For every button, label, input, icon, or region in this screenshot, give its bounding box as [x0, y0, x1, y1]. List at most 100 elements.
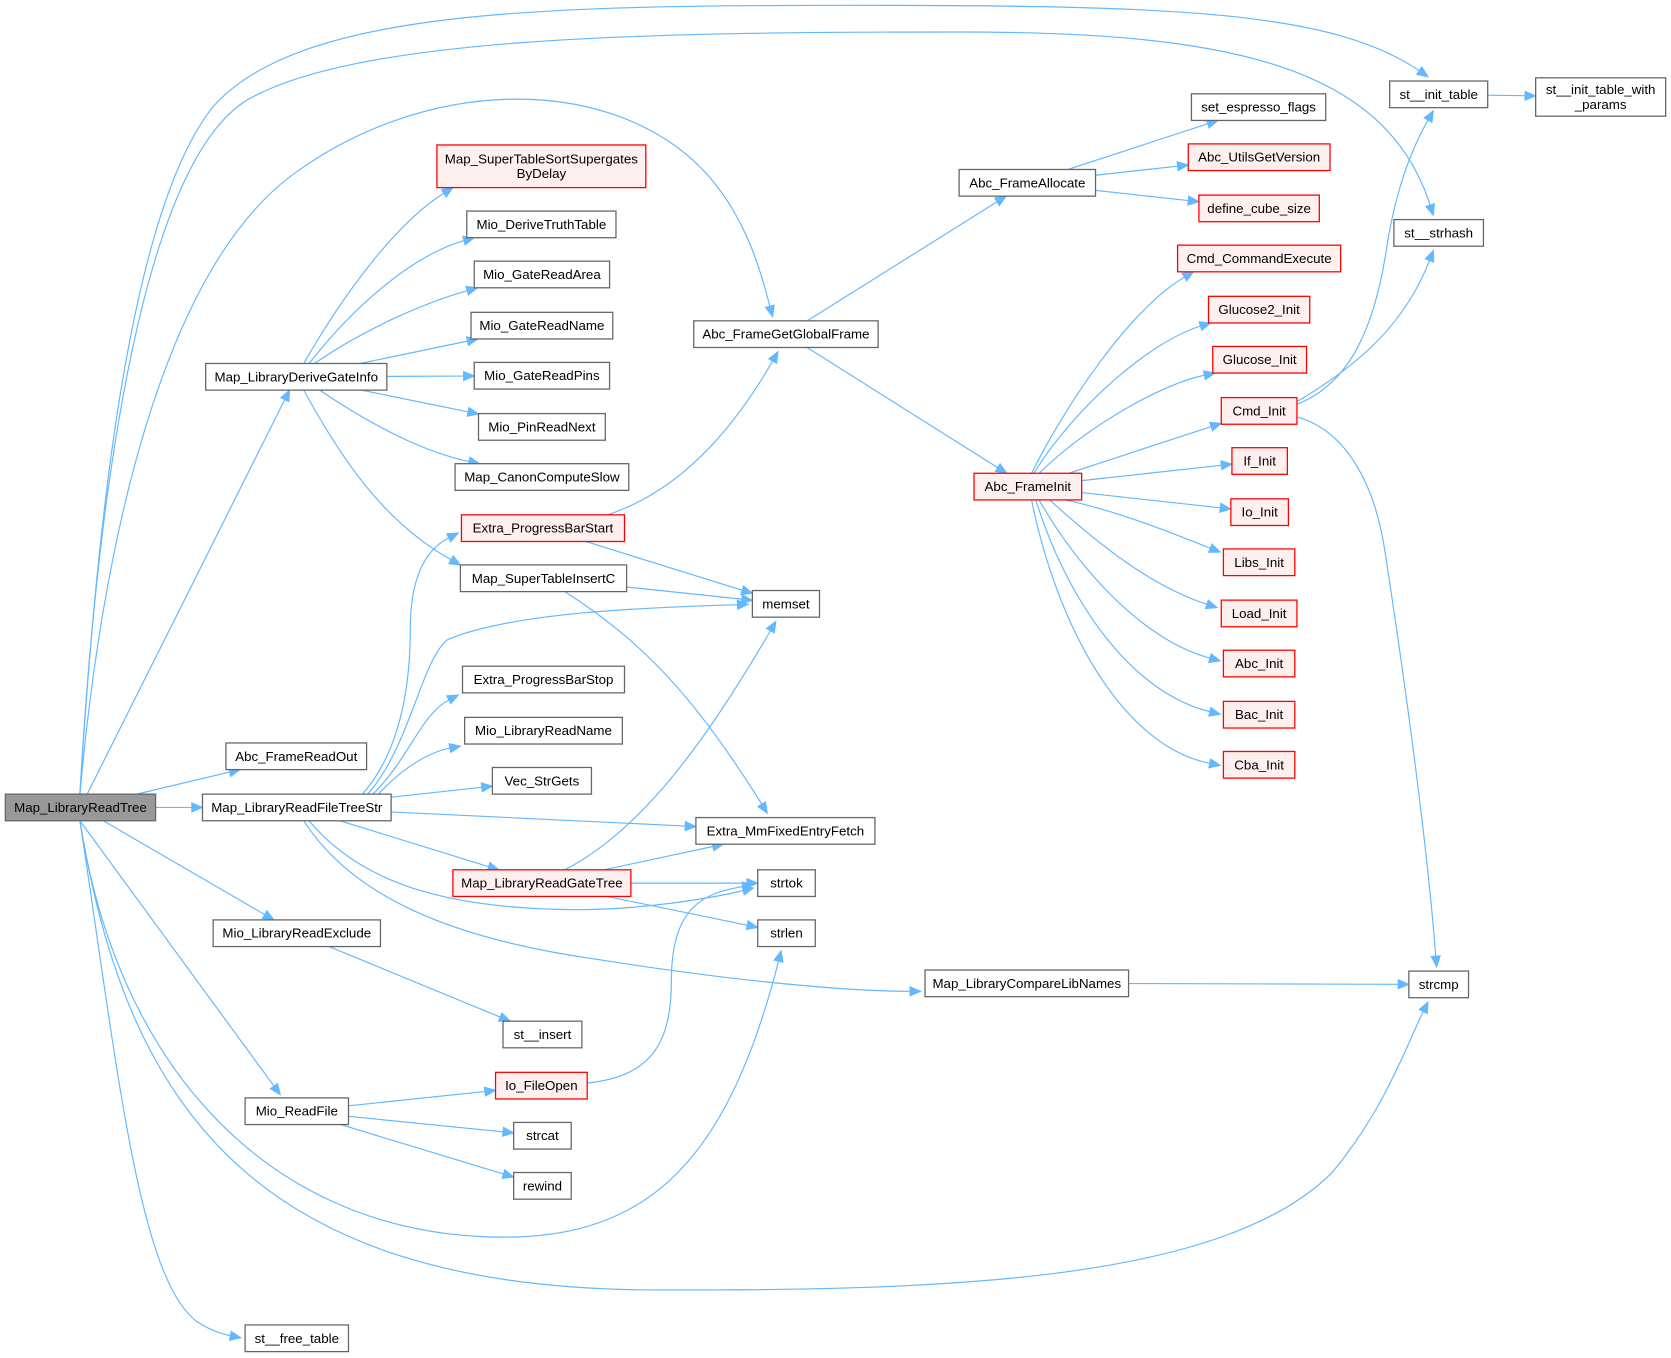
node-map-canoncomputeslow[interactable]: Map_CanonComputeSlow [454, 463, 630, 491]
node-load-init[interactable]: Load_Init [1220, 599, 1298, 628]
node-box[interactable] [757, 919, 816, 948]
node-glucose2-init[interactable]: Glucose2_Init [1207, 295, 1311, 324]
node-box[interactable] [473, 361, 611, 390]
node-mio-readfile[interactable]: Mio_ReadFile [244, 1097, 350, 1126]
node-glucose-init[interactable]: Glucose_Init [1212, 345, 1308, 374]
node-abc-utilsgetversion[interactable]: Abc_UtilsGetVersion [1187, 143, 1331, 172]
node-box[interactable] [757, 869, 816, 898]
node-box[interactable] [205, 362, 388, 391]
node-box[interactable] [1408, 970, 1470, 999]
node-box[interactable] [494, 1071, 588, 1100]
node-strcat[interactable]: strcat [513, 1121, 572, 1150]
node-extra-mmfixedentryfetch[interactable]: Extra_MmFixedEntryFetch [695, 816, 876, 845]
node-box[interactable] [436, 144, 647, 189]
node-mio-gatereadarea[interactable]: Mio_GateReadArea [473, 260, 611, 289]
node-st-init-table-with-params[interactable]: st__init_table_with_params [1535, 77, 1667, 117]
node-mio-gatereadname[interactable]: Mio_GateReadName [470, 311, 614, 340]
node-box[interactable] [958, 168, 1097, 197]
node-box[interactable] [1187, 143, 1331, 172]
node-box[interactable] [244, 1324, 350, 1353]
node-box[interactable] [461, 665, 626, 694]
node-box[interactable] [454, 463, 630, 491]
node-map-libraryreadfiletreestr[interactable]: Map_LibraryReadFileTreeStr [201, 793, 392, 822]
node-map-libraryderivegateinfo[interactable]: Map_LibraryDeriveGateInfo [205, 362, 388, 391]
node-mio-libraryreadexclude[interactable]: Mio_LibraryReadExclude [212, 919, 382, 948]
node-map-librarycomparelibnames[interactable]: Map_LibraryCompareLibNames [924, 969, 1130, 998]
node-box[interactable] [695, 816, 876, 845]
node-box[interactable] [212, 919, 382, 948]
node-cmd-init[interactable]: Cmd_Init [1220, 396, 1298, 425]
node-map-libraryreadgatetree[interactable]: Map_LibraryReadGateTree [452, 869, 632, 898]
node-set-espresso-flags[interactable]: set_espresso_flags [1190, 93, 1327, 122]
node-box[interactable] [1231, 447, 1288, 475]
node-box[interactable] [1389, 80, 1489, 109]
node-box[interactable] [466, 210, 617, 239]
node-box[interactable] [1222, 700, 1296, 729]
node-box[interactable] [1230, 498, 1290, 527]
node-st-insert[interactable]: st__insert [502, 1020, 583, 1049]
node-box[interactable] [1198, 194, 1320, 223]
node-bac-init[interactable]: Bac_Init [1222, 700, 1296, 729]
node-memset[interactable]: memset [751, 589, 821, 618]
node-box[interactable] [1212, 345, 1308, 374]
node-box[interactable] [459, 564, 628, 593]
node-box[interactable] [470, 311, 614, 340]
node-box[interactable] [452, 869, 632, 898]
node-box[interactable] [477, 412, 606, 441]
node-box[interactable] [751, 589, 821, 618]
node-map-libraryreadtree[interactable]: Map_LibraryReadTree [4, 793, 157, 822]
node-st-free-table[interactable]: st__free_table [244, 1324, 350, 1353]
node-box[interactable] [924, 969, 1130, 998]
node-box[interactable] [460, 514, 626, 543]
node-box[interactable] [502, 1020, 583, 1049]
node-mio-gatereadpins[interactable]: Mio_GateReadPins [473, 361, 611, 390]
node-box[interactable] [1176, 244, 1342, 273]
node-mio-libraryreadname[interactable]: Mio_LibraryReadName [464, 716, 624, 745]
node-libs-init[interactable]: Libs_Init [1222, 548, 1296, 577]
node-st-strhash[interactable]: st__strhash [1393, 218, 1485, 247]
node-abc-frameallocate[interactable]: Abc_FrameAllocate [958, 168, 1097, 197]
node-box[interactable] [1393, 218, 1485, 247]
node-io-fileopen[interactable]: Io_FileOpen [494, 1071, 588, 1100]
node-cmd-commandexecute[interactable]: Cmd_CommandExecute [1176, 244, 1342, 273]
node-box[interactable] [1207, 295, 1311, 324]
node-extra-progressbarstop[interactable]: Extra_ProgressBarStop [461, 665, 626, 694]
node-mio-pinreadnext[interactable]: Mio_PinReadNext [477, 412, 606, 441]
node-box[interactable] [1220, 599, 1298, 628]
node-map-supertableinsertc[interactable]: Map_SuperTableInsertC [459, 564, 628, 593]
node-box[interactable] [1222, 649, 1296, 678]
node-define-cube-size[interactable]: define_cube_size [1198, 194, 1320, 223]
node-box[interactable] [1222, 750, 1296, 779]
node-box[interactable] [491, 766, 593, 795]
node-box[interactable] [244, 1097, 350, 1126]
node-extra-progressbarstart[interactable]: Extra_ProgressBarStart [460, 514, 626, 543]
node-strlen[interactable]: strlen [757, 919, 816, 948]
node-box[interactable] [473, 260, 611, 289]
node-box[interactable] [1190, 93, 1327, 122]
node-box[interactable] [693, 320, 879, 349]
node-box[interactable] [973, 472, 1083, 501]
node-box[interactable] [1220, 396, 1298, 425]
node-box[interactable] [513, 1171, 572, 1200]
node-strtok[interactable]: strtok [757, 869, 816, 898]
node-abc-framereadout[interactable]: Abc_FrameReadOut [225, 742, 368, 771]
node-abc-frameinit[interactable]: Abc_FrameInit [973, 472, 1083, 501]
node-abc-init[interactable]: Abc_Init [1222, 649, 1296, 678]
node-box[interactable] [4, 793, 157, 822]
node-strcmp[interactable]: strcmp [1408, 970, 1470, 999]
node-io-init[interactable]: Io_Init [1230, 498, 1290, 527]
node-rewind[interactable]: rewind [513, 1171, 572, 1200]
node-abc-framegetglobalframe[interactable]: Abc_FrameGetGlobalFrame [693, 320, 879, 349]
node-box[interactable] [1222, 548, 1296, 577]
node-mio-derivetruthtable[interactable]: Mio_DeriveTruthTable [466, 210, 617, 239]
node-box[interactable] [513, 1121, 572, 1150]
node-vec-strgets[interactable]: Vec_StrGets [491, 766, 593, 795]
node-box[interactable] [1535, 77, 1667, 117]
node-st-init-table[interactable]: st__init_table [1389, 80, 1489, 109]
node-if-init[interactable]: If_Init [1231, 447, 1288, 475]
node-box[interactable] [464, 716, 624, 745]
node-box[interactable] [225, 742, 368, 771]
node-cba-init[interactable]: Cba_Init [1222, 750, 1296, 779]
node-box[interactable] [201, 793, 392, 822]
